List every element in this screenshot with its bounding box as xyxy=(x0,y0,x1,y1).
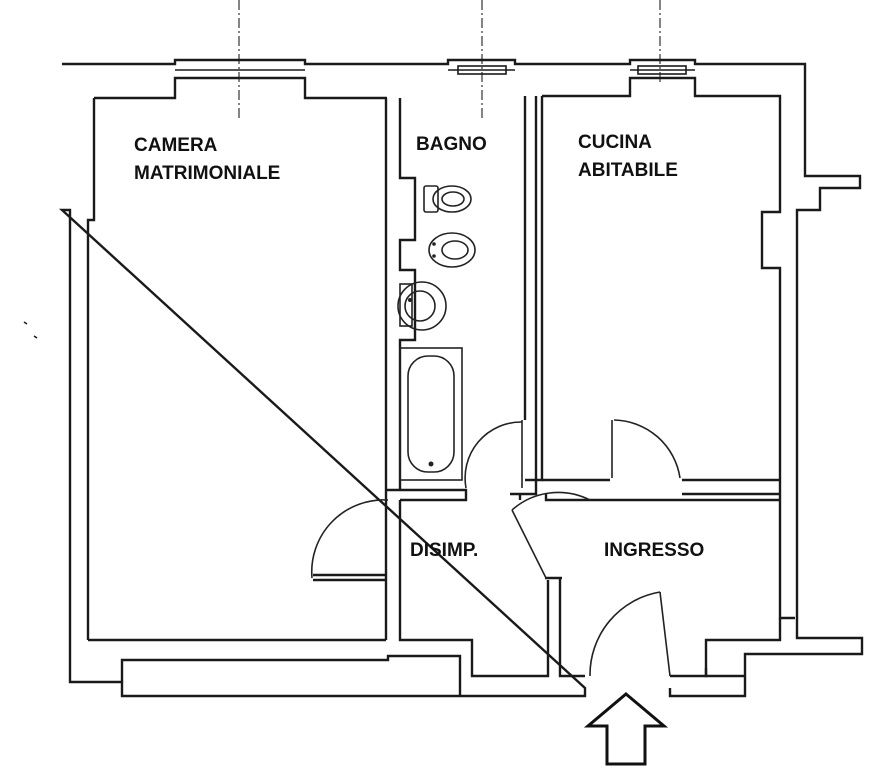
sink-icon xyxy=(397,281,447,331)
entrance-arrow-icon xyxy=(583,692,669,766)
label-camera-line2: MATRIMONIALE xyxy=(134,163,280,184)
outer-walls xyxy=(58,58,864,698)
doors xyxy=(310,419,681,677)
label-camera-line1: CAMERA xyxy=(134,135,218,156)
room-labels: CAMERA MATRIMONIALE BAGNO CUCINA ABITABI… xyxy=(134,132,704,561)
label-ingresso: INGRESSO xyxy=(604,540,704,561)
bathtub-icon xyxy=(399,347,463,481)
label-bagno: BAGNO xyxy=(416,134,487,155)
toilet-icon xyxy=(423,185,472,213)
bathroom-fixtures xyxy=(397,185,476,481)
label-cucina-line2: ABITABILE xyxy=(578,160,678,181)
bidet-icon xyxy=(428,232,476,268)
label-disimp: DISIMP. xyxy=(410,540,478,561)
label-cucina-line1: CUCINA xyxy=(578,132,652,153)
interior-walls xyxy=(313,96,780,582)
stray-marks xyxy=(23,321,38,339)
